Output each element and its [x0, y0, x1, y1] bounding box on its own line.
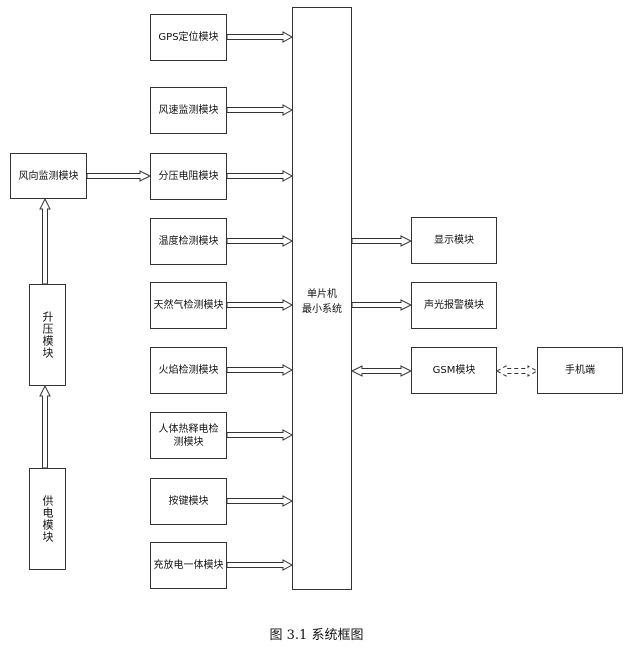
- power-supply-module-label: 供电模块: [41, 495, 54, 543]
- gsm-module: GSM模块: [411, 347, 497, 394]
- charge-discharge-module-label: 充放电一体模块: [153, 560, 224, 571]
- wind-speed-module-label: 风速监测模块: [158, 105, 219, 116]
- pir-module-label: 人体热释电检测模块: [158, 423, 219, 448]
- gsm-module-label: GSM模块: [432, 365, 476, 376]
- gps-module-label: GPS定位模块: [158, 32, 219, 43]
- phone-terminal: 手机端: [537, 347, 623, 394]
- natural-gas-module: 天然气检测模块: [150, 282, 227, 329]
- voltage-divider-module-label: 分压电阻模块: [158, 171, 219, 182]
- arrow-boost-to-wind-direction: [39, 197, 51, 285]
- gps-module: GPS定位模块: [150, 14, 227, 61]
- phone-terminal-label: 手机端: [565, 365, 595, 376]
- arrow-mcu-to-display: [351, 235, 413, 247]
- temperature-module: 温度检测模块: [150, 218, 227, 265]
- display-module-label: 显示模块: [434, 235, 474, 246]
- keys-module-label: 按键模块: [168, 496, 209, 507]
- arrow-wind-direction-to-divider: [86, 170, 152, 182]
- temperature-module-label: 温度检测模块: [158, 236, 219, 247]
- arrow-pir-to-mcu: [226, 429, 293, 441]
- mcu-label: 单片机 最小系统: [293, 287, 351, 317]
- arrow-flame-to-mcu: [226, 364, 293, 376]
- arrow-temperature-to-mcu: [226, 235, 293, 247]
- keys-module: 按键模块: [150, 478, 227, 525]
- flame-module: 火焰检测模块: [150, 347, 227, 394]
- boost-module: 升压模块: [29, 284, 66, 386]
- figure-caption: 图 3.1 系统框图: [269, 628, 364, 643]
- arrow-mcu-gsm-bidirectional: [350, 365, 413, 377]
- wind-speed-module: 风速监测模块: [150, 87, 227, 134]
- pir-module: 人体热释电检测模块: [150, 412, 227, 459]
- alarm-module-label: 声光报警模块: [424, 300, 484, 311]
- mcu-label-line1: 单片机: [307, 289, 337, 300]
- wind-direction-module-label: 风向监测模块: [18, 170, 79, 182]
- arrow-gps-to-mcu: [226, 31, 293, 43]
- arrow-charge-to-mcu: [226, 559, 293, 571]
- power-supply-module: 供电模块: [29, 468, 66, 570]
- arrow-keys-to-mcu: [226, 495, 293, 507]
- mcu-label-line2: 最小系统: [302, 304, 342, 315]
- mcu-minimum-system: 单片机 最小系统: [292, 7, 352, 590]
- boost-module-label: 升压模块: [41, 311, 54, 359]
- voltage-divider-module: 分压电阻模块: [150, 153, 227, 200]
- arrow-gas-to-mcu: [226, 299, 293, 311]
- charge-discharge-module: 充放电一体模块: [150, 542, 227, 589]
- arrow-power-to-boost: [39, 384, 51, 469]
- flame-module-label: 火焰检测模块: [158, 365, 219, 376]
- display-module: 显示模块: [411, 217, 497, 264]
- arrow-mcu-to-alarm: [351, 299, 413, 311]
- natural-gas-module-label: 天然气检测模块: [153, 300, 224, 311]
- arrow-wind-speed-to-mcu: [226, 104, 293, 116]
- wind-direction-module: 风向监测模块: [10, 153, 87, 199]
- arrow-divider-to-mcu: [226, 170, 293, 182]
- alarm-module: 声光报警模块: [411, 282, 497, 329]
- arrow-gsm-phone-wireless: [495, 365, 539, 377]
